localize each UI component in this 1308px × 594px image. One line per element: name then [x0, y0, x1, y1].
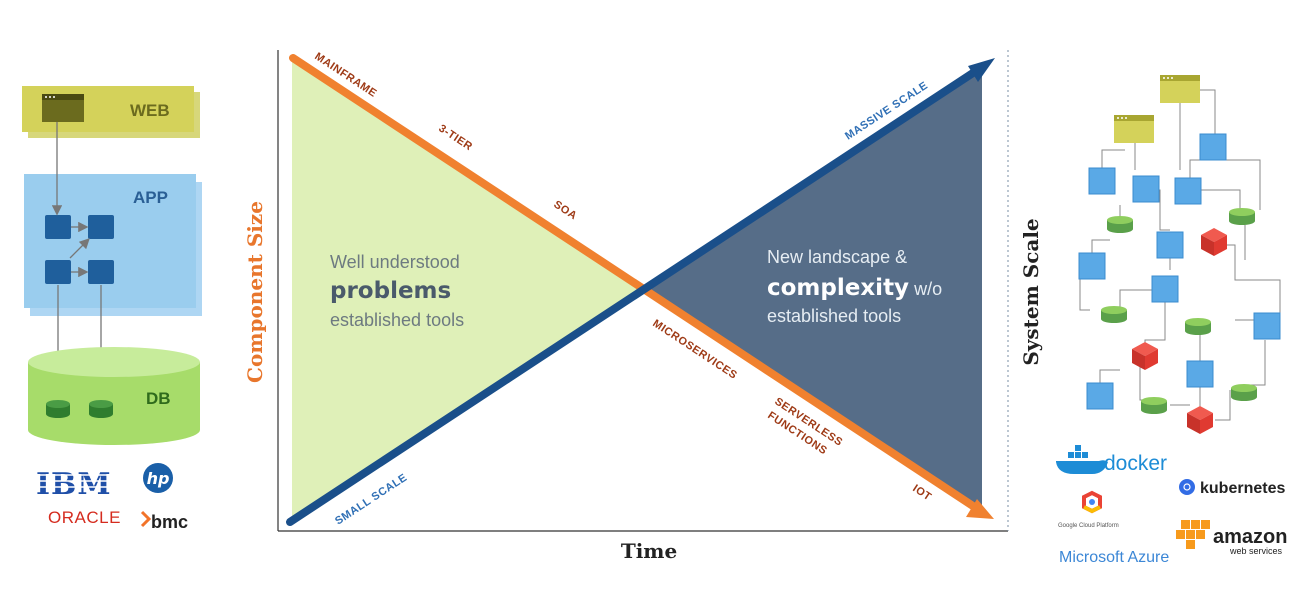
- microsoft-azure-logo: Microsoft Azure: [1059, 549, 1169, 566]
- y-axis-title: Component Size: [243, 201, 267, 383]
- component-size-arrowhead: [966, 499, 994, 519]
- component-size-line: [289, 54, 986, 516]
- iot-label: IOT: [910, 482, 933, 503]
- svg-text:web services: web services: [1229, 546, 1283, 556]
- svg-text:problems: problems: [330, 278, 451, 304]
- function-cube-icon: [1187, 406, 1213, 434]
- svg-text:Well understood: Well understood: [330, 252, 460, 272]
- soa-label: SOA: [551, 198, 579, 222]
- datastore-icon: [1141, 397, 1167, 414]
- microservice-icon: [1186, 360, 1214, 388]
- google-cloud-logo: Google Cloud Platform: [1058, 490, 1119, 529]
- microservice-icon: [1078, 252, 1106, 280]
- bmc-logo: bmc: [140, 510, 188, 532]
- system-scale-arrowhead: [968, 58, 995, 82]
- app-component-icon: [88, 260, 114, 284]
- svg-text:hp: hp: [147, 469, 170, 488]
- svg-text:Google Cloud Platform: Google Cloud Platform: [1058, 523, 1119, 529]
- app-components: [45, 215, 114, 284]
- svg-text:New landscape &: New landscape &: [767, 247, 907, 267]
- microservice-icon: [1199, 133, 1227, 161]
- microservice-icon: [1151, 275, 1179, 303]
- app-component-icon: [45, 260, 71, 284]
- cloud-native-panel: docker kubernetes Google Cloud Platform …: [1056, 75, 1287, 566]
- system-scale-line: [286, 63, 986, 526]
- datastore-icon: [1101, 306, 1127, 323]
- datastore-icon: [1231, 384, 1257, 401]
- function-cube-icons: [1132, 228, 1227, 434]
- datastore-icon: [1185, 318, 1211, 335]
- app-component-icon: [88, 215, 114, 239]
- legacy-region: [292, 57, 643, 520]
- x-axis-title: Time: [621, 539, 677, 563]
- datastore-icon: [1229, 208, 1255, 225]
- legacy-stack-panel: WEB APP DB: [22, 86, 202, 532]
- svg-text:complexity w/o: complexity w/o: [767, 275, 942, 301]
- modern-region: [643, 68, 982, 510]
- app-tier-label: APP: [133, 188, 168, 207]
- ibm-logo: IBM: [36, 467, 112, 502]
- amazon-web-services-logo: amazon web services: [1176, 520, 1287, 556]
- svg-text:docker: docker: [1104, 452, 1167, 475]
- browser-window-icon: [1114, 115, 1154, 143]
- microservice-icon: [1132, 175, 1160, 203]
- three-tier-label: 3-TIER: [436, 122, 474, 153]
- modern-region-text: New landscape & complexity w/o establish…: [767, 247, 942, 326]
- microservice-icon: [1174, 177, 1202, 205]
- db-tier-label: DB: [146, 389, 171, 408]
- oracle-logo: ORACLE: [48, 508, 121, 527]
- microservice-icon: [1088, 167, 1116, 195]
- evolution-chart: MAINFRAME 3-TIER SOA MICROSERVICES SERVE…: [243, 50, 1043, 563]
- function-cube-icon: [1132, 342, 1158, 370]
- database-icon: [89, 400, 113, 418]
- svg-text:kubernetes: kubernetes: [1200, 480, 1285, 497]
- legacy-region-text: Well understood problems established too…: [330, 252, 464, 330]
- microservice-icon: [1253, 312, 1281, 340]
- app-tier-box: [24, 174, 196, 308]
- datastore-icons: [1101, 208, 1257, 414]
- microservice-icon: [1086, 382, 1114, 410]
- docker-logo: docker: [1056, 445, 1167, 475]
- kubernetes-logo: kubernetes: [1179, 479, 1285, 497]
- db-tier-cylinder: [28, 347, 200, 445]
- svg-text:established tools: established tools: [767, 306, 901, 326]
- svg-text:established tools: established tools: [330, 310, 464, 330]
- hp-logo: hp: [143, 463, 173, 493]
- browser-window-icon: [1160, 75, 1200, 103]
- right-axis-title: System Scale: [1019, 218, 1043, 365]
- app-component-icon: [45, 215, 71, 239]
- database-icon: [46, 400, 70, 418]
- function-cube-icon: [1201, 228, 1227, 256]
- web-tier-label: WEB: [130, 101, 170, 120]
- svg-text:bmc: bmc: [151, 512, 188, 532]
- microservice-icon: [1156, 231, 1184, 259]
- svg-text:amazon: amazon: [1213, 526, 1287, 548]
- datastore-icon: [1107, 216, 1133, 233]
